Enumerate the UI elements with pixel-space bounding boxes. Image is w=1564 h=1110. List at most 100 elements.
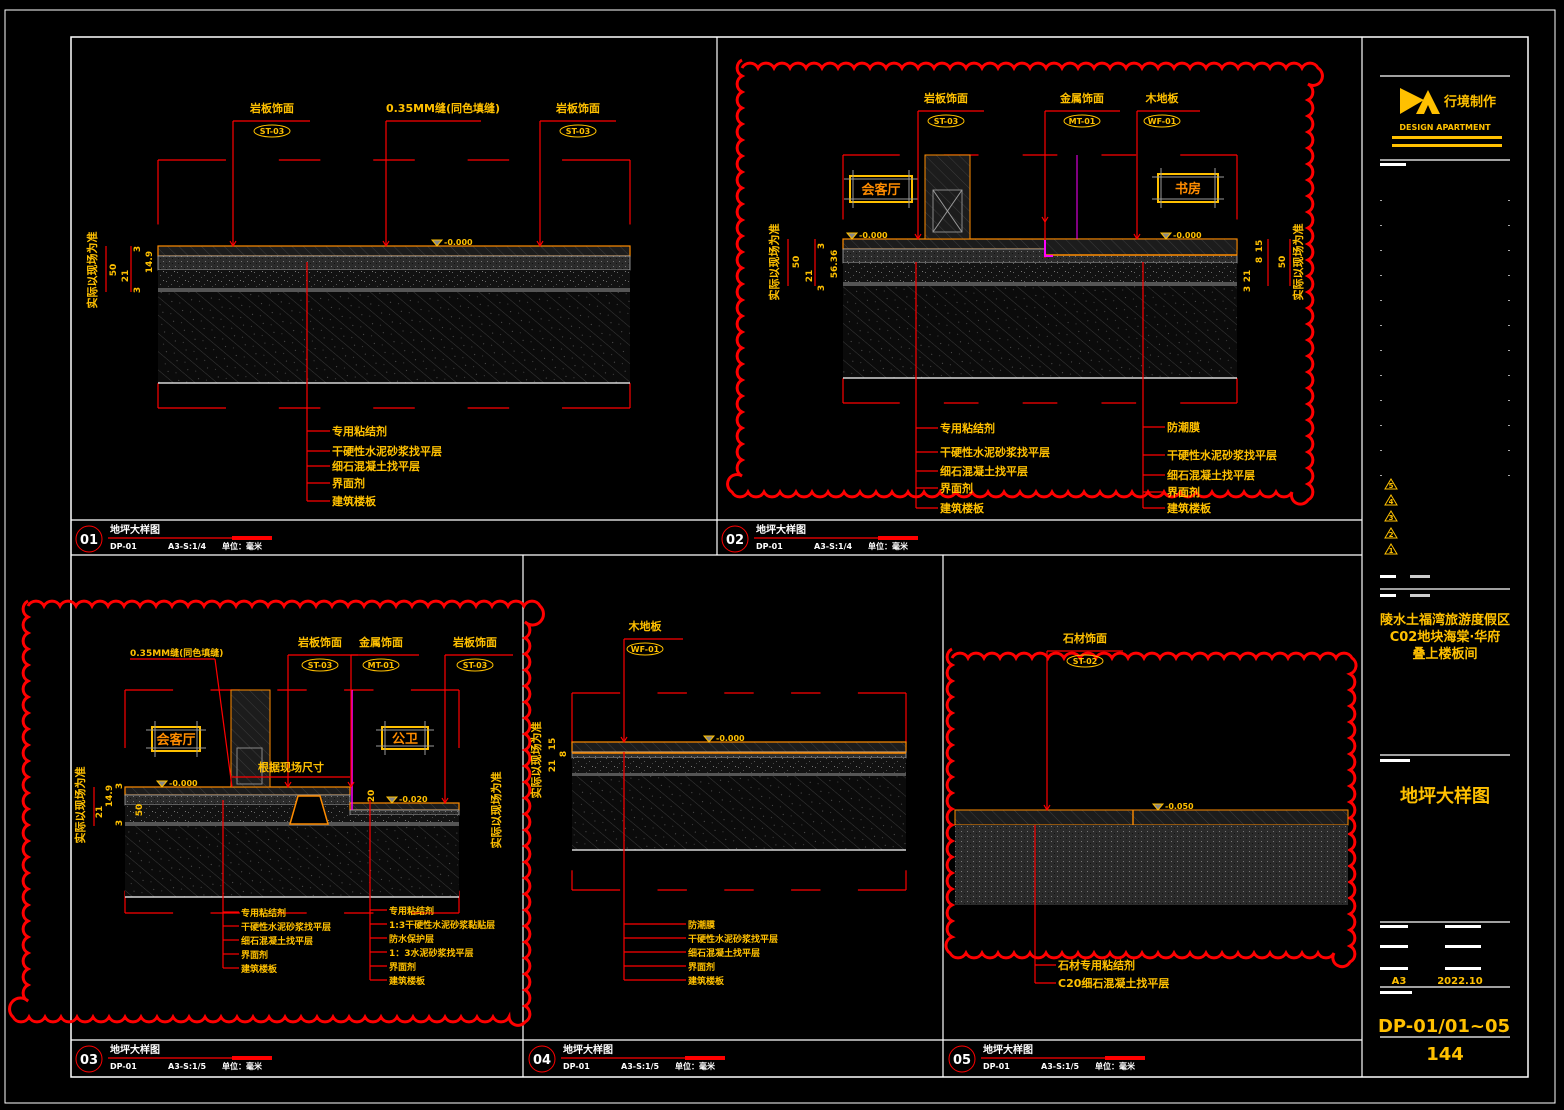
room-tag-frame (381, 726, 429, 750)
callout-label: 石材饰面 (1062, 631, 1107, 645)
dimension-value: 21 (95, 806, 105, 819)
title-block-label (1380, 925, 1408, 928)
callout-label: 岩板饰面 (297, 635, 342, 649)
layer-label: 细石混凝土找平层 (332, 459, 420, 473)
dimension-note: 实际以现场为准 (489, 772, 503, 849)
interface-layer (350, 822, 459, 826)
detail-number: 05 (953, 1053, 971, 1068)
layer-label: 干硬性水泥砂浆找平层 (688, 933, 778, 945)
layer-label: 专用粘结剂 (241, 907, 286, 919)
site-note: 根据现场尺寸 (258, 760, 324, 774)
drawing-code: DP-01 (563, 1062, 590, 1071)
caption-underline-bar (685, 1056, 725, 1060)
elevation-value: -0.020 (399, 795, 428, 804)
title-block-label (1380, 967, 1408, 970)
room-tag: 书房 (1152, 168, 1224, 208)
revision-cloud-05 (944, 647, 1358, 969)
structural-slab (572, 776, 906, 850)
material-tag-code: ST-03 (463, 661, 488, 670)
elevation-marker-icon (845, 232, 859, 240)
callout-label: 木地板 (1145, 91, 1180, 105)
layer-label: 干硬性水泥砂浆找平层 (1167, 448, 1277, 462)
grid-dot (1380, 325, 1382, 326)
grid-dot (1508, 475, 1510, 476)
material-tag (626, 642, 664, 656)
dimension-value: 8 (559, 751, 569, 757)
room-tag-frame (1157, 173, 1219, 203)
concrete-layer (350, 815, 459, 822)
layer-label: 防潮膜 (1167, 420, 1200, 434)
structural-slab (125, 826, 350, 897)
grid-dot (1380, 375, 1382, 376)
room-tag: 会客厅 (844, 170, 918, 208)
sheet-frame (4, 9, 1556, 1104)
detail-number-circle (721, 525, 749, 553)
material-tag (1143, 114, 1181, 128)
title-block-label (1380, 945, 1408, 948)
grid-dot (1380, 450, 1382, 451)
title-block-label (1445, 945, 1481, 948)
revision-cloud-02 (726, 58, 1324, 506)
drawing-number: DP-01/01~05 (1378, 1016, 1510, 1037)
company-contact-line (1392, 144, 1502, 147)
elevation-value: -0.050 (1165, 802, 1194, 811)
drawing-scale: A3-S:1/5 (168, 1062, 207, 1071)
layer-label: 细石混凝土找平层 (241, 935, 313, 947)
wall-core-cross (932, 189, 963, 233)
material-tag (1063, 114, 1101, 128)
revision-number: 2 (1389, 531, 1394, 539)
detail-number-circle (75, 525, 103, 553)
callout-label: 岩板饰面 (249, 101, 294, 115)
stone-finish (954, 809, 1349, 826)
dimension-value: 50 (109, 264, 119, 277)
room-tag-frame (849, 175, 913, 203)
layer-label: 1:3干硬性水泥砂浆黏贴层 (389, 919, 495, 931)
break-lines-02 (842, 154, 1238, 404)
grid-dot (1380, 400, 1382, 401)
arrow-icon (536, 240, 544, 248)
detail-number-circle (75, 1045, 103, 1073)
room-name: 书房 (1175, 181, 1201, 197)
revision-triangle-icon (1384, 527, 1398, 539)
dimension-value: 21 (121, 270, 131, 283)
title-block-field (1410, 575, 1430, 578)
dimension-value: 56.36 (830, 250, 840, 278)
concrete-layer (572, 758, 906, 773)
layer-label: 专用粘结剂 (332, 424, 387, 438)
revision-number: 4 (1389, 498, 1394, 506)
grid-dot (1508, 450, 1510, 451)
arrow-icon (229, 240, 237, 248)
grid-dot (1508, 325, 1510, 326)
interface-layer (572, 773, 906, 776)
grid-dot (1508, 425, 1510, 426)
title-block-label (1380, 575, 1396, 578)
layer-label: 建筑楼板 (1167, 501, 1212, 515)
callout-label: 0.35MM缝(同色填缝) (130, 647, 223, 659)
room-tag: 会客厅 (146, 721, 206, 757)
finish-layer (157, 245, 631, 257)
dimension-value: 3 (133, 287, 143, 293)
detail-title: 地坪大样图 (563, 1043, 613, 1056)
callout-label: 0.35MM缝(同色填缝) (386, 101, 500, 115)
grid-dot (1380, 225, 1382, 226)
structural-slab (158, 292, 630, 383)
callout-label: 金属饰面 (1059, 91, 1104, 105)
detail-number-circle (528, 1045, 556, 1073)
elevation-marker-icon (702, 735, 716, 743)
mortar-layer (157, 255, 631, 271)
grid-dot (1508, 225, 1510, 226)
wall-section (230, 689, 271, 788)
revision-triangle-icon (1384, 510, 1398, 522)
material-tag (301, 658, 339, 672)
grid-dot (1508, 300, 1510, 301)
finish-layer (571, 741, 907, 753)
arrow-icon (347, 781, 355, 789)
drawing-scale: A3-S:1/4 (168, 542, 207, 551)
elevation-marker-icon (1151, 803, 1165, 811)
dimension-value: 3 (115, 783, 125, 789)
wall-core (236, 747, 263, 785)
layer-label: 建筑楼板 (389, 975, 426, 987)
arrow-icon (1043, 804, 1051, 812)
